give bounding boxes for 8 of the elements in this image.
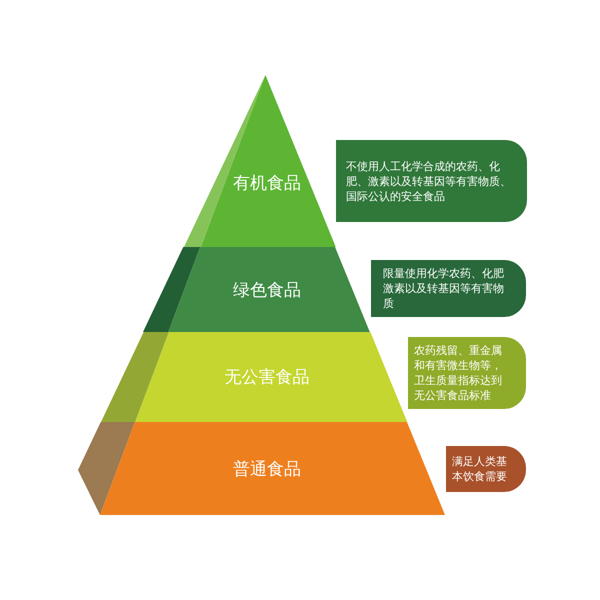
layer-label: 普通食品 <box>233 458 301 480</box>
description-tab: 满足人类基本饮食需要 <box>446 446 526 492</box>
layer-label: 绿色食品 <box>232 279 301 301</box>
description-tab: 限量使用化学农药、化肥激素以及转基因等有害物质 <box>371 260 526 317</box>
layer-label: 无公害食品 <box>224 366 310 388</box>
layer-label: 有机食品 <box>232 172 301 195</box>
description-tab: 农药残留、重金属和有害微生物等，卫生质量指标达到无公害食品标准 <box>408 337 526 409</box>
description-tab: 不使用人工化学合成的农药、化肥、激素以及转基因等有害物质、国际公认的安全食品 <box>336 140 527 222</box>
